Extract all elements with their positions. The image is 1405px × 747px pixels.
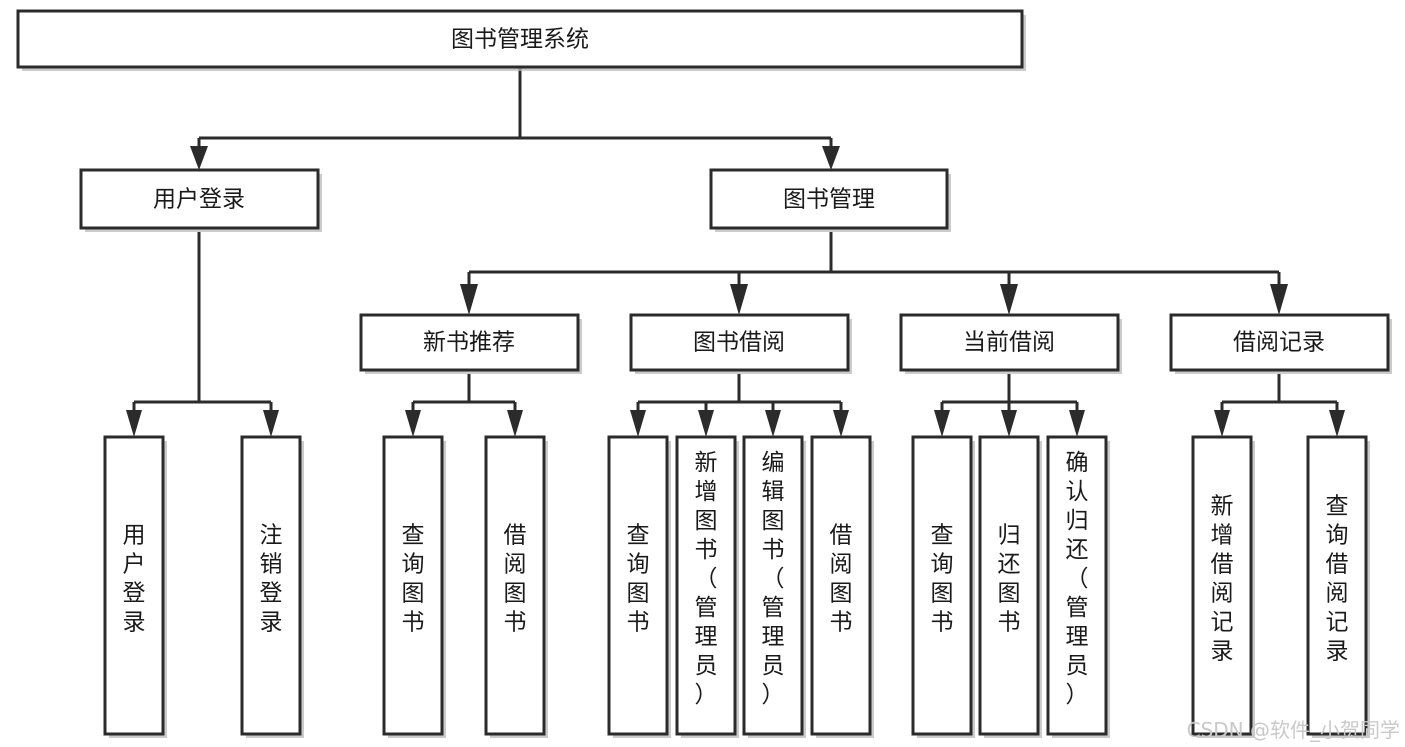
arrowhead-book-manage [822,146,840,170]
arrowhead-leaf-return-book [1001,410,1017,437]
node-book-borrow[interactable]: 图书借阅 [629,313,852,374]
leaf-query-book-borrow-label: 查询图书 [627,523,650,636]
arrowhead-book-borrow [730,284,748,315]
arrowhead-leaf-logout [263,410,279,437]
node-current-borrow-rect [899,313,1120,372]
leaf-logout-label: 注销登录 [260,523,283,636]
node-borrow-record-label: 借阅记录 [1233,330,1325,356]
arrowhead-leaf-confirm-return [1069,410,1085,437]
leaf-user-login-rect [103,435,165,736]
leaf-logout[interactable]: 注销登录 [240,435,304,738]
leaf-borrow-book-rect [810,435,872,736]
arrowhead-user-login [190,146,208,170]
arrowhead-leaf-query-book-2 [630,410,646,437]
leaf-user-login-label: 用户登录 [123,523,146,636]
leaf-return-book-rect [978,435,1040,736]
leaf-add-book-label: 新增图书（管理员） [695,450,718,708]
arrowhead-leaf-query-record [1329,410,1345,437]
leaf-return-book-label: 归还图书 [998,523,1021,636]
leaf-add-borrow-record-label: 新增借阅记录 [1211,494,1234,665]
leaf-confirm-return-label: 确认归还（管理员） [1066,450,1089,708]
leaf-query-book-borrow[interactable]: 查询图书 [607,435,671,738]
leaf-query-book-recommend-label: 查询图书 [402,523,425,636]
connector-layer [126,67,1345,437]
leaf-user-login[interactable]: 用户登录 [103,435,167,738]
leaf-edit-book[interactable]: 编辑图书（管理员） [742,435,806,738]
node-book-borrow-label: 图书借阅 [693,330,785,356]
node-current-borrow-label: 当前借阅 [963,330,1055,356]
leaf-add-book[interactable]: 新增图书（管理员） [675,435,739,738]
leaf-logout-rect [240,435,302,736]
leaf-query-borrow-record-rect [1306,435,1368,736]
leaf-edit-book-label: 编辑图书（管理员） [762,450,785,708]
leaf-confirm-return-rect [1046,435,1108,736]
node-book-manage[interactable]: 图书管理 [709,168,951,232]
node-user-login-label: 用户登录 [153,187,245,213]
arrowhead-leaf-borrow-book-2 [833,410,849,437]
node-book-manage-rect [709,168,949,230]
node-root-system[interactable]: 图书管理系统 [16,9,1026,71]
leaf-add-borrow-record[interactable]: 新增借阅记录 [1191,435,1255,738]
leaf-borrow-book-recommend-label: 借阅图书 [504,523,527,636]
node-user-login-rect [79,168,320,230]
leaf-borrow-book-recommend[interactable]: 借阅图书 [484,435,548,738]
leaf-edit-book-rect [742,435,804,736]
leaf-add-borrow-record-rect [1191,435,1253,736]
node-root-rect [16,9,1024,69]
leaf-query-book-recommend[interactable]: 查询图书 [382,435,446,738]
node-book-borrow-rect [629,313,850,372]
arrowhead-leaf-borrow-book-1 [507,410,523,437]
node-borrow-record-rect [1169,313,1390,372]
leaf-add-book-rect [675,435,737,736]
node-user-login[interactable]: 用户登录 [79,168,322,232]
leaf-query-borrow-record-label: 查询借阅记录 [1326,494,1349,665]
leaf-return-book[interactable]: 归还图书 [978,435,1042,738]
node-book-manage-label: 图书管理 [783,187,875,213]
leaf-query-book-current-label: 查询图书 [931,523,954,636]
csdn-watermark: CSDN @软件_小贺同学 [1187,718,1400,742]
arrowhead-leaf-query-book-3 [934,410,950,437]
leaf-query-borrow-record[interactable]: 查询借阅记录 [1306,435,1370,738]
node-new-book-recommend[interactable]: 新书推荐 [359,313,582,374]
arrowhead-leaf-query-book-1 [405,410,421,437]
leaf-query-book-current-rect [911,435,973,736]
arrowhead-new-book [460,284,478,315]
leaf-query-book-recommend-rect [382,435,444,736]
node-new-book-recommend-label: 新书推荐 [423,330,515,356]
arrowhead-borrow-record [1270,284,1288,315]
leaf-query-book-current[interactable]: 查询图书 [911,435,975,738]
node-root-label: 图书管理系统 [451,27,589,53]
node-new-book-recommend-rect [359,313,580,372]
leaf-borrow-book-label: 借阅图书 [830,523,853,636]
node-borrow-record[interactable]: 借阅记录 [1169,313,1392,374]
leaf-borrow-book-recommend-rect [484,435,546,736]
leaf-confirm-return[interactable]: 确认归还（管理员） [1046,435,1110,738]
arrowhead-leaf-edit-book [765,410,781,437]
arrowhead-leaf-add-record [1214,410,1230,437]
arrowhead-leaf-add-book [698,410,714,437]
leaf-query-book-borrow-rect [607,435,669,736]
arrowhead-current-borrow [1000,284,1018,315]
node-current-borrow[interactable]: 当前借阅 [899,313,1122,374]
arrowhead-leaf-user-login [126,410,142,437]
leaf-borrow-book[interactable]: 借阅图书 [810,435,874,738]
